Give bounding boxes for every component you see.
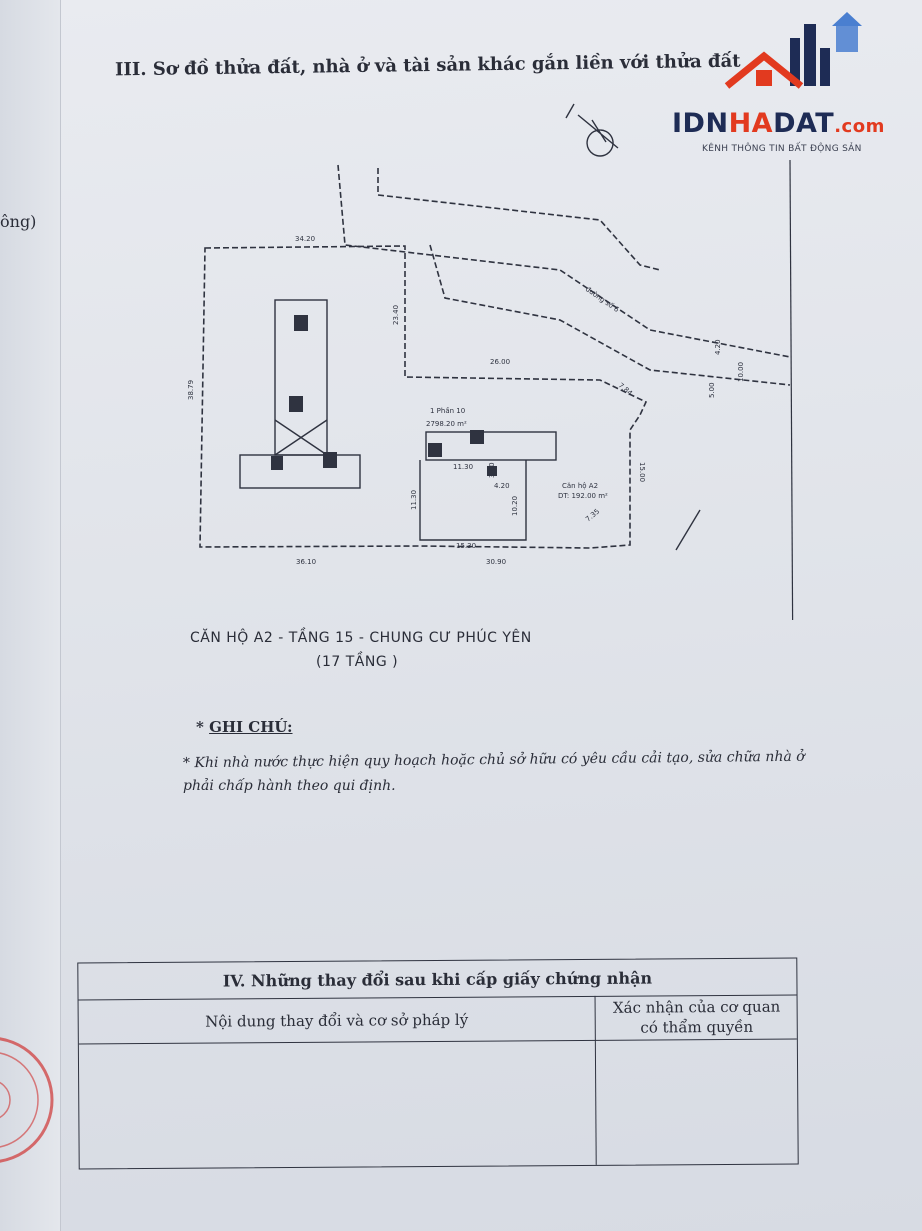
dim-top: 34.20 xyxy=(295,235,315,243)
apt-dim-top: 11.30 xyxy=(453,463,473,471)
changes-table-col2-header: Xác nhận của cơ quan có thẩm quyền xyxy=(612,997,781,1037)
apt-name: Căn hộ A2 xyxy=(562,482,598,490)
changes-table: IV. Những thay đổi sau khi cấp giấy chứn… xyxy=(77,957,799,1170)
apt-dim-small: 3.60 xyxy=(488,462,496,478)
dim-road2: 5.00 xyxy=(708,382,716,398)
dim-bottom-left: 36.10 xyxy=(296,558,316,566)
logo-graphic xyxy=(724,12,862,89)
parcel-boundary xyxy=(199,245,648,549)
road-edge-lower xyxy=(429,244,791,386)
apartment-block-bar xyxy=(425,431,557,461)
dim-road1: 4.20 xyxy=(714,339,722,355)
apt-dim-right: 10.20 xyxy=(511,496,519,516)
parcel-area: 2798.20 m² xyxy=(426,420,467,428)
tower-lower-cross xyxy=(274,419,328,456)
dim-road3: 10.00 xyxy=(737,362,745,382)
red-seal-stamp xyxy=(0,1037,54,1163)
road-name: đường số 6 xyxy=(584,285,621,314)
north-arrow-circle xyxy=(586,129,614,157)
left-page-edge: ông) xyxy=(0,0,61,1231)
apt-dim-mid: 4.20 xyxy=(494,482,510,490)
note-line2: phải chấp hành theo qui định. xyxy=(183,778,396,794)
logo-tagline: KÊNH THÔNG TIN BẤT ĐỘNG SẢN xyxy=(702,144,862,154)
dim-inner-v: 23.40 xyxy=(392,305,400,325)
road-edge-far xyxy=(377,168,661,271)
dim-inner-h: 26.00 xyxy=(490,358,510,366)
dim-left: 38.79 xyxy=(187,380,195,400)
apartment-a2-outline xyxy=(419,460,527,541)
diagram-caption-line1: CĂN HỘ A2 - TẦNG 15 - CHUNG CƯ PHÚC YÊN xyxy=(190,630,532,646)
dim-bottom-right: 30.90 xyxy=(486,558,506,566)
changes-table-title: IV. Những thay đổi sau khi cấp giấy chứn… xyxy=(78,958,797,1001)
dim-diag2: 7.35 xyxy=(584,507,601,523)
site-plan-diagram: 34.20 38.79 23.40 26.00 36.10 30.90 15.0… xyxy=(187,103,794,620)
diagram-caption-line2: (17 TẦNG ) xyxy=(316,654,399,670)
dim-right: 15.00 xyxy=(638,462,646,482)
apt-dim-left: 11.30 xyxy=(410,490,418,510)
watermark-logo: IDNHADAT.com KÊNH THÔNG TIN BẤT ĐỘNG SẢN xyxy=(672,8,912,154)
logo-wordmark: IDNHADAT.com xyxy=(672,108,885,139)
note-heading: * GHI CHÚ: xyxy=(196,718,293,736)
parcel-label: 1 Phần 10 xyxy=(430,407,465,415)
apt-area: DT: 192.00 m² xyxy=(558,492,608,500)
changes-table-col1-header: Nội dung thay đổi và cơ sở pháp lý xyxy=(205,1010,469,1031)
apt-dim-bottom: 15.30 xyxy=(456,542,476,550)
left-page-text-fragment: ông) xyxy=(0,212,37,231)
tower-base xyxy=(239,454,361,489)
road-edge-upper xyxy=(337,164,791,358)
